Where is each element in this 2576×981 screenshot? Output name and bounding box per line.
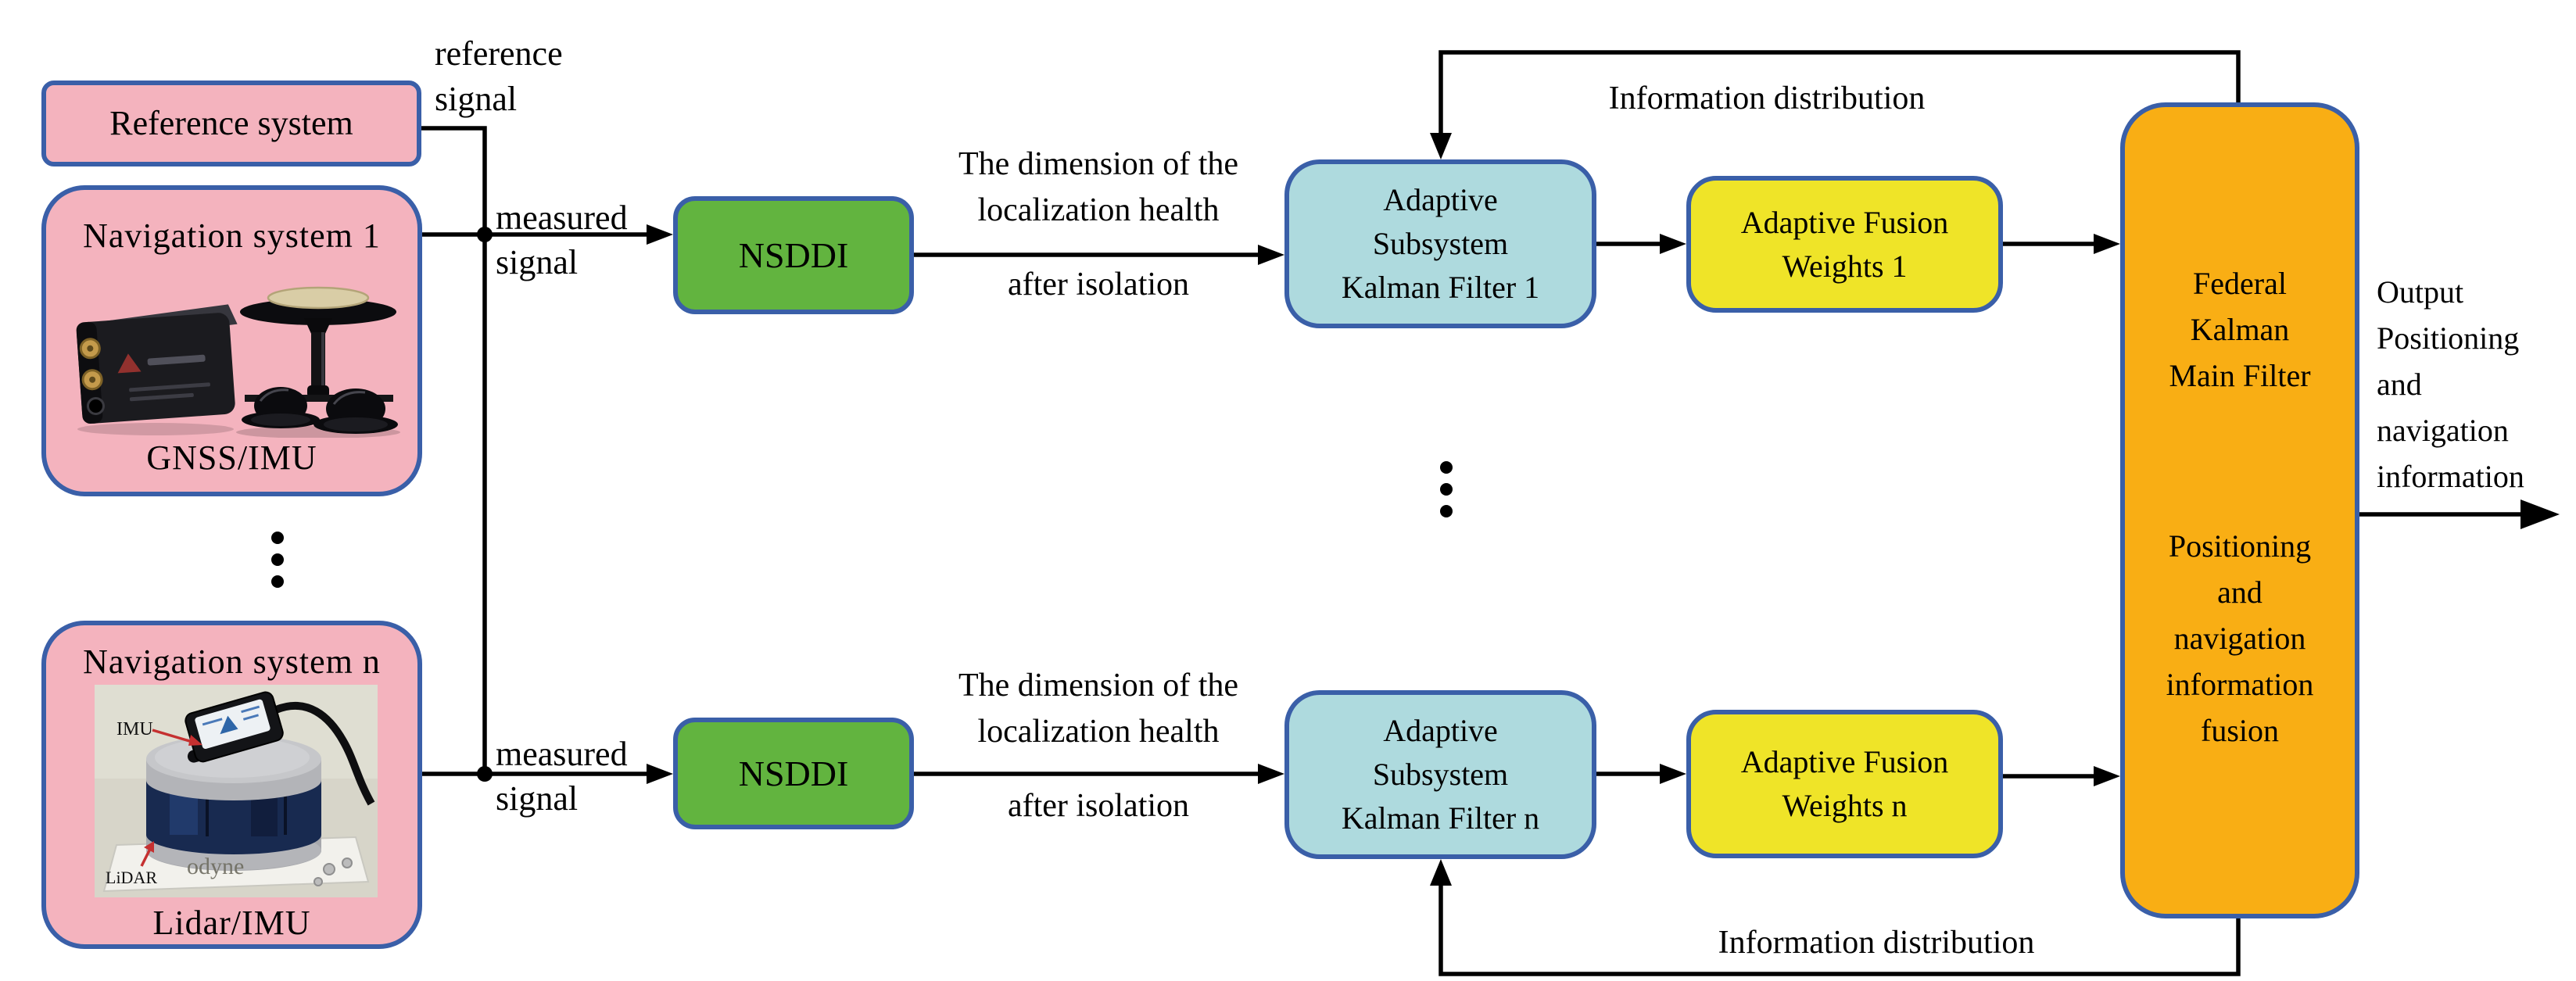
main-filter-func-line5: fusion (2201, 713, 2279, 748)
navigation-system-n-caption: Lidar/IMU (152, 904, 311, 942)
arrowhead-feedback-bottom (1430, 859, 1452, 886)
arrowhead-into-main-top (2094, 234, 2120, 254)
reference-system-box: Reference system (41, 81, 421, 166)
afw1-line1: Adaptive Fusion (1740, 204, 1949, 240)
arrowhead-into-nsddi1 (647, 224, 673, 245)
kfn-line1: Adaptive (1383, 713, 1498, 748)
federal-kalman-main-filter-box: Federal Kalman Main Filter Positioning a… (2120, 102, 2359, 918)
nsddi-box-1: NSDDI (673, 196, 914, 314)
arrowhead-into-afw1 (1660, 234, 1686, 254)
imu-cable (274, 702, 375, 806)
main-filter-name-line3: Main Filter (2169, 358, 2311, 393)
reference-signal-line (421, 126, 487, 774)
junction-dot-bottom (477, 766, 493, 782)
main-filter-name-line1: Federal (2193, 266, 2287, 301)
output-note: Output Positioning and navigation inform… (2377, 274, 2524, 494)
main-filter-func-line2: and (2217, 575, 2263, 610)
info-distribution-top-line (1438, 50, 2241, 147)
main-filter-name: Federal Kalman Main Filter (2125, 260, 2355, 399)
kf1-line1: Adaptive (1383, 182, 1498, 217)
nsddi-box-n: NSDDI (673, 718, 914, 829)
arrowhead-into-kf1 (1258, 245, 1284, 265)
afwn-line2: Weights n (1782, 788, 1908, 823)
lidar-imu-photo: IMU LiDAR odyne (95, 685, 378, 897)
information-distribution-label-top: Information distribution (1608, 81, 1926, 116)
information-distribution-label-bottom: Information distribution (1718, 925, 2035, 961)
kfn-line2: Subsystem (1372, 757, 1509, 792)
measured-signal-label-bottom: measured signal (496, 735, 628, 818)
lidar-cylinder (146, 735, 321, 871)
navigation-system-1-box: Navigation system 1 (41, 185, 422, 496)
arrowhead-feedback-top (1430, 133, 1452, 159)
arrowhead-into-nsddin (647, 764, 673, 784)
main-filter-name-line2: Kalman (2190, 312, 2290, 347)
kalman-filter-n-box: Adaptive Subsystem Kalman Filter n (1284, 690, 1596, 859)
arrowhead-output (2520, 499, 2560, 529)
main-filter-func-line3: navigation (2173, 621, 2306, 656)
receiver-logo-triangle (117, 353, 142, 374)
main-filter-function: Positioning and navigation information f… (2125, 523, 2355, 754)
main-filter-func-line4: information (2166, 667, 2314, 702)
gnss-receiver-unit (76, 304, 238, 424)
arrowhead-into-main-bottom (2094, 766, 2120, 786)
afwn-line1: Adaptive Fusion (1740, 744, 1949, 779)
nsddi-label-1: NSDDI (738, 235, 849, 275)
junction-dot-top (477, 227, 493, 242)
lidar-brand-watermark: odyne (187, 854, 244, 879)
nsddi-label-n: NSDDI (738, 753, 849, 793)
fusion-weights-1-box: Adaptive Fusion Weights 1 (1686, 176, 2003, 313)
arrowhead-into-kfn (1258, 764, 1284, 784)
navigation-system-n-box: Navigation system n (41, 621, 422, 949)
isolation-note-top: The dimension of the localization health… (958, 146, 1239, 303)
imu-unit (185, 691, 284, 763)
plate-bolts (313, 857, 353, 886)
fusion-weights-n-box: Adaptive Fusion Weights n (1686, 710, 2003, 858)
kf1-line2: Subsystem (1372, 226, 1509, 261)
vertical-ellipsis-nav-systems (271, 532, 284, 588)
afw1-line2: Weights 1 (1782, 248, 1908, 284)
navigation-system-1-caption: GNSS/IMU (146, 439, 317, 477)
measured-signal-label-top: measured signal (496, 199, 628, 281)
photo-annotations: IMU LiDAR odyne (106, 719, 244, 887)
isolation-note-bottom: The dimension of the localization health… (958, 668, 1239, 824)
lidar-annotation-label: LiDAR (106, 868, 157, 887)
reference-system-label: Reference system (109, 104, 353, 143)
navigation-system-n-title: Navigation system n (83, 643, 381, 681)
kalman-filter-1-box: Adaptive Subsystem Kalman Filter 1 (1284, 159, 1596, 328)
reference-signal-label: reference signal (435, 34, 563, 118)
vertical-ellipsis-filter-rows (1440, 461, 1453, 517)
arrowhead-into-afwn (1660, 764, 1686, 784)
suction-mount-left (242, 387, 320, 428)
kf1-line3: Kalman Filter 1 (1341, 270, 1540, 305)
main-filter-func-line1: Positioning (2168, 528, 2312, 564)
imu-annotation-label: IMU (116, 719, 153, 739)
gnss-imu-photo (76, 286, 400, 438)
receiver-shadow (77, 423, 234, 435)
info-distribution-bottom-line (1438, 872, 2241, 976)
suction-mount-right (313, 388, 398, 434)
kfn-line3: Kalman Filter n (1341, 800, 1540, 836)
gnss-antenna-unit (236, 286, 400, 438)
navigation-system-1-title: Navigation system 1 (83, 217, 381, 255)
